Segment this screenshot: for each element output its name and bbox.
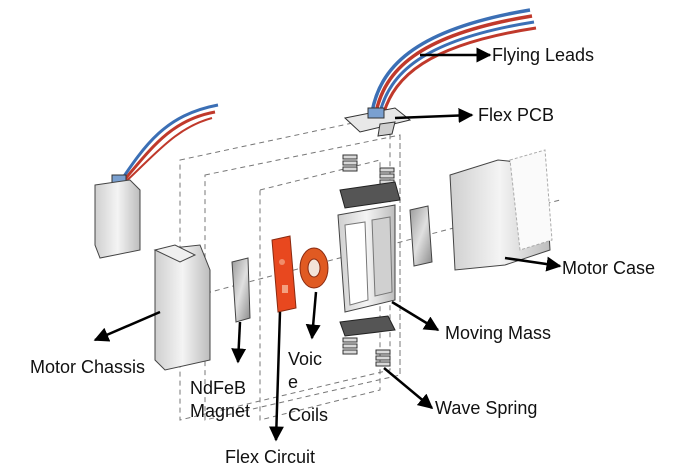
spring-top-left bbox=[342, 154, 358, 172]
arrow-ndfeb bbox=[231, 321, 247, 364]
voice-coil-part bbox=[299, 247, 329, 289]
label-ndfeb-line1: NdFeB bbox=[190, 378, 247, 398]
flex-circuit-part bbox=[271, 235, 297, 313]
spring-top-right bbox=[379, 167, 395, 185]
arrow-motor-case bbox=[504, 256, 562, 272]
flex-pcb-part bbox=[343, 107, 412, 137]
label-flying-leads: Flying Leads bbox=[492, 45, 595, 65]
label-voice-line1: Voic bbox=[288, 349, 323, 369]
bottom-plate bbox=[339, 315, 396, 337]
moving-mass-part bbox=[337, 204, 396, 313]
arrow-flex-circuit bbox=[268, 311, 284, 442]
arrow-wave-spring bbox=[383, 367, 434, 409]
assembled-motor-icon bbox=[94, 103, 219, 259]
top-plate bbox=[339, 181, 401, 209]
label-wave-spring: Wave Spring bbox=[435, 398, 538, 418]
arrow-flex-pcb bbox=[394, 108, 474, 124]
motor-chassis-part bbox=[153, 244, 211, 371]
label-motor-chassis: Motor Chassis bbox=[30, 357, 146, 377]
flying-leads-wires bbox=[370, 8, 537, 113]
label-voice-line3: Coils bbox=[288, 405, 329, 425]
label-flex-pcb: Flex PCB bbox=[478, 105, 555, 125]
ndfeb-magnet-part bbox=[231, 257, 251, 323]
arrow-voice-coils bbox=[305, 291, 321, 340]
spring-parts bbox=[342, 154, 395, 367]
motor-case-part bbox=[449, 149, 553, 271]
label-moving-mass: Moving Mass bbox=[445, 323, 552, 343]
arrow-moving-mass bbox=[391, 300, 440, 332]
label-voice-line2: e bbox=[288, 372, 299, 392]
arrow-motor-chassis bbox=[93, 310, 161, 342]
spring-bottom-right bbox=[375, 349, 391, 367]
side-magnet bbox=[409, 205, 433, 267]
label-ndfeb-line2: Magnet bbox=[190, 401, 251, 421]
label-motor-case: Motor Case bbox=[562, 258, 656, 278]
label-arrows bbox=[93, 47, 562, 442]
label-flex-circuit: Flex Circuit bbox=[225, 447, 316, 467]
spring-bottom-left bbox=[342, 337, 358, 355]
